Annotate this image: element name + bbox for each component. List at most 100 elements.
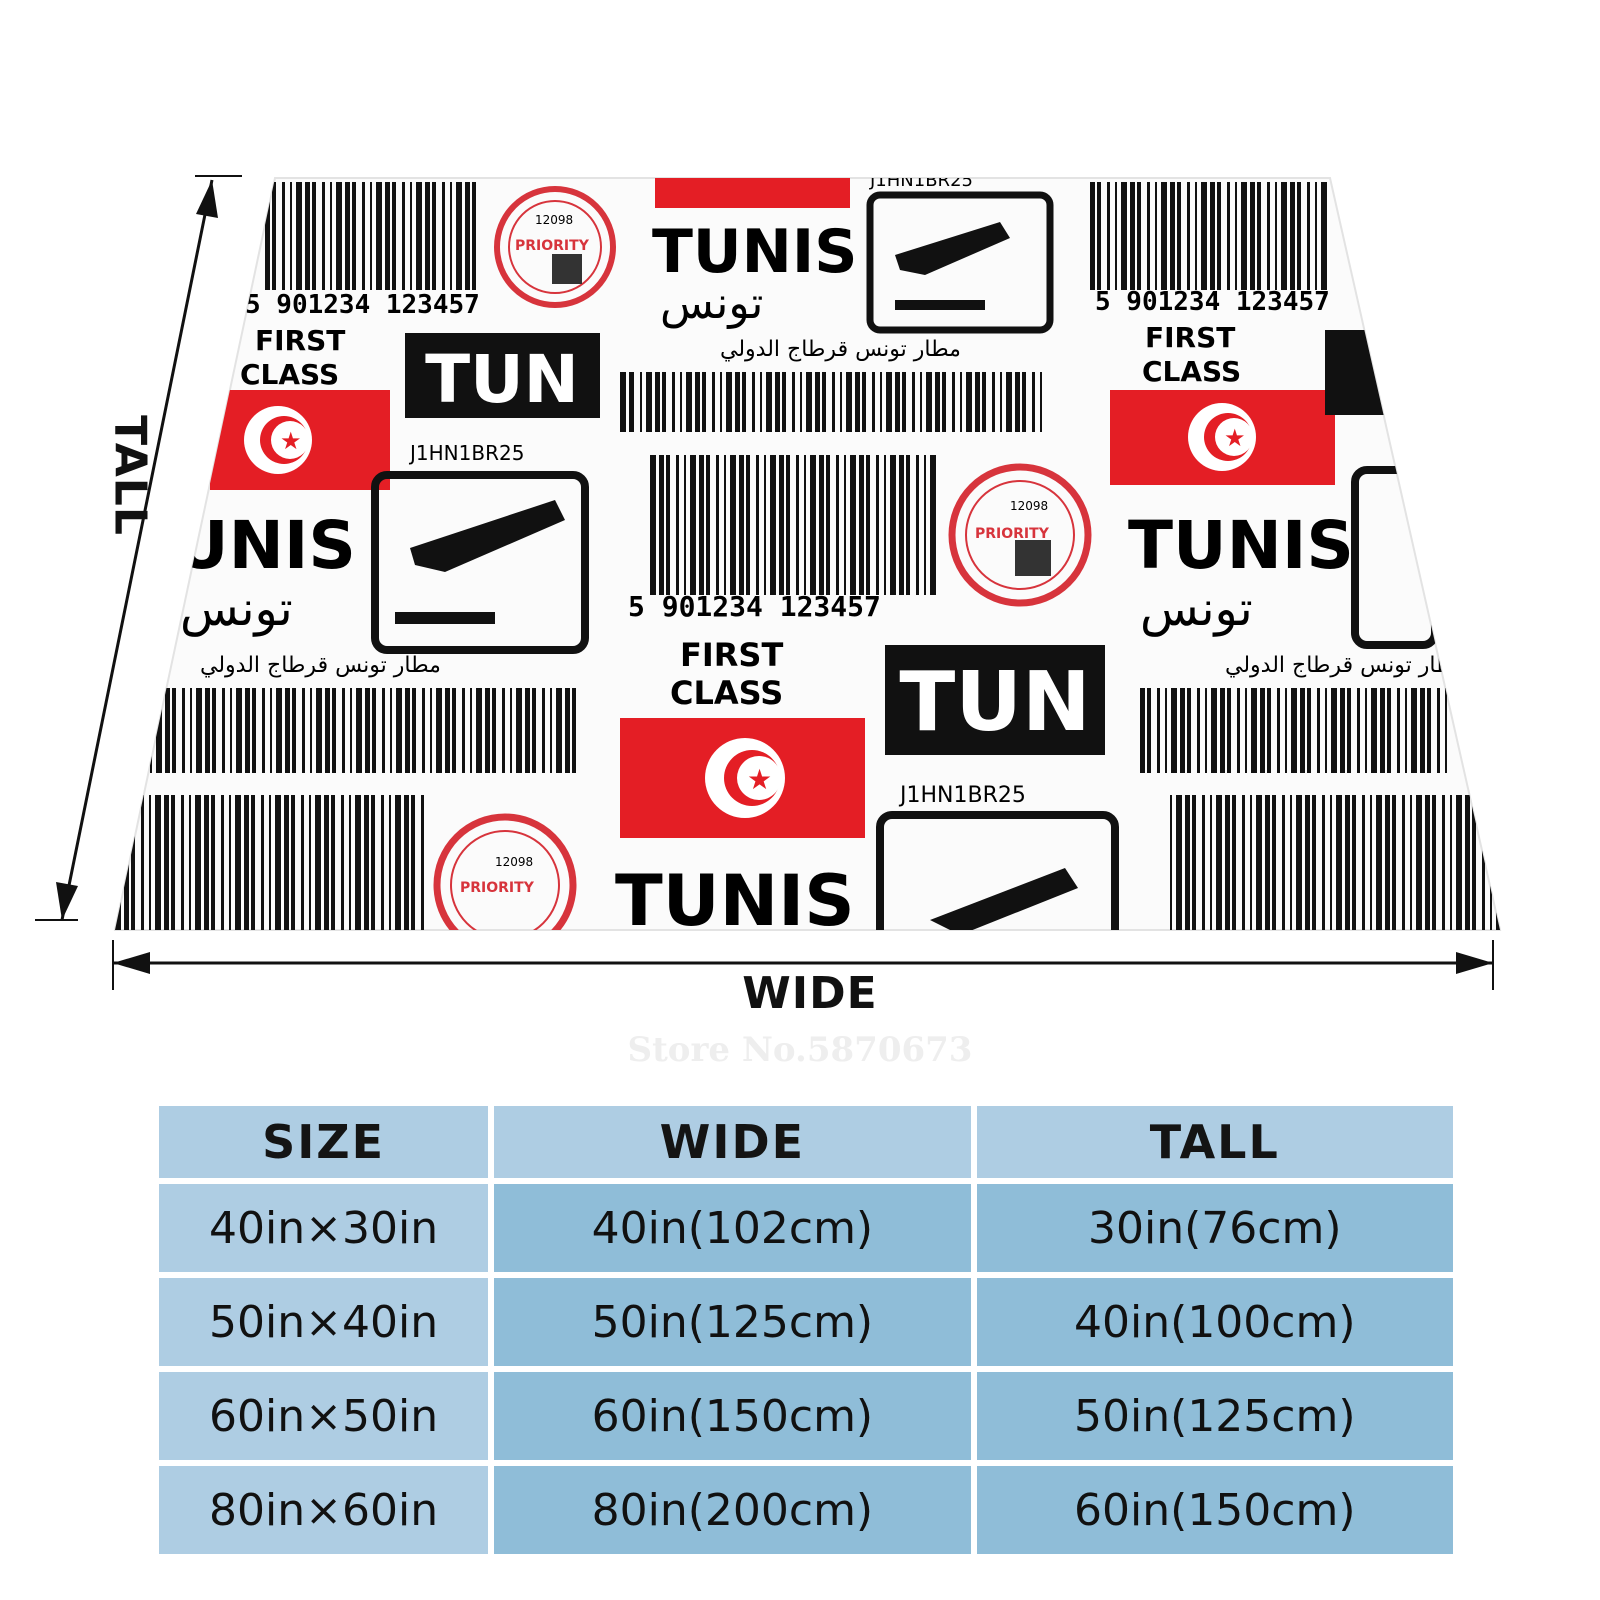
barcode-stripe (336, 182, 342, 290)
barcode-stripe (920, 372, 922, 432)
barcode-stripe (960, 372, 962, 432)
booking-reference: J1HN1BR25 (898, 783, 1026, 808)
barcode-stripe (236, 688, 242, 773)
barcode-stripe (716, 455, 719, 595)
barcode-stripe (844, 455, 846, 595)
barcode-stripe (1107, 182, 1110, 290)
barcode-stripe (411, 795, 415, 930)
barcode-stripe (1170, 182, 1175, 290)
barcode-stripe (205, 688, 210, 773)
barcode-stripe (381, 795, 384, 930)
barcode-stripe (1482, 795, 1485, 930)
barcode-stripe (382, 688, 385, 773)
barcode-stripe (1241, 182, 1247, 290)
barcode-stripe (806, 372, 812, 432)
barcode-stripe (1496, 795, 1500, 930)
size-cell: 50in×40in (159, 1278, 489, 1366)
barcode-stripe (291, 795, 295, 930)
size-cell: 40in×30in (159, 1184, 489, 1272)
barcode-stripe (365, 688, 370, 773)
barcode-stripe (752, 372, 755, 432)
barcode-stripe (1325, 688, 1327, 773)
barcode-stripe (822, 372, 826, 432)
barcode-stripe (392, 182, 396, 290)
barcode-stripe (270, 688, 272, 773)
barcode-stripe (810, 455, 816, 595)
barcode-stripe (235, 795, 241, 930)
class-label: CLASS (1142, 355, 1241, 388)
barcode-stripe (766, 372, 772, 432)
blanket-pattern: 5 901234 123457 5 901234 123457 5 901234… (115, 178, 1500, 930)
barcode-stripe (1411, 688, 1417, 773)
barcode-stripe (450, 182, 452, 290)
barcode-stripe (1285, 688, 1287, 773)
tall-cell: 30in(76cm) (976, 1184, 1453, 1272)
barcode-stripe (310, 688, 312, 773)
barcode-stripe (416, 182, 422, 290)
airport-code-box: TUN (405, 333, 600, 418)
barcode-stripe (1260, 688, 1265, 773)
barcode-stripe (650, 455, 656, 595)
barcode-stripe (906, 455, 910, 595)
barcode-stripe (800, 372, 802, 432)
barcode-stripe (221, 795, 224, 930)
barcode-stripe (1315, 182, 1317, 290)
barcode-number: 5 901234 123457 (1095, 287, 1330, 317)
barcode-stripe (341, 795, 344, 930)
barcode-stripe (1227, 688, 1231, 773)
barcode-stripe (345, 182, 350, 290)
barcode-stripe (352, 182, 356, 290)
barcode-stripe (222, 688, 225, 773)
barcode-stripe (330, 182, 332, 290)
barcode-stripe (1465, 795, 1470, 930)
barcode-stripe (876, 455, 879, 595)
barcode-stripe (855, 372, 860, 432)
barcode-stripe (532, 688, 536, 773)
barcode-stripe (322, 182, 325, 290)
barcode-stripe (1195, 182, 1197, 290)
barcode-stripe (1137, 182, 1141, 290)
barcode-stripe (640, 372, 642, 432)
barcode (265, 182, 476, 290)
barcode-stripe (1202, 795, 1205, 930)
barcode-stripe (1177, 182, 1181, 290)
barcode-stripe (282, 182, 285, 290)
barcode-stripe (796, 455, 799, 595)
barcode-stripe (302, 688, 305, 773)
barcode-stripe (1427, 688, 1431, 773)
city-name-arabic: تونس (180, 581, 293, 637)
barcode-stripe (371, 795, 375, 930)
barcode-stripe (924, 455, 926, 595)
table-row: 60in×50in 60in(150cm) 50in(125cm) (159, 1372, 1453, 1460)
barcode-stripe (804, 455, 806, 595)
barcode-stripe (261, 795, 264, 930)
barcode-stripe (364, 795, 369, 930)
barcode (620, 372, 634, 432)
barcode-stripe (1161, 182, 1167, 290)
barcode-stripe (156, 688, 162, 773)
barcode-stripe (1121, 182, 1127, 290)
barcode-stripe (712, 372, 715, 432)
barcode-stripe (1210, 795, 1212, 930)
barcode-stripe (212, 688, 216, 773)
barcode-stripe (510, 688, 512, 773)
barcode-stripe (1040, 372, 1042, 432)
barcode-stripe (1267, 182, 1270, 290)
header-size: SIZE (159, 1106, 489, 1178)
barcode-stripe (376, 182, 382, 290)
barcode-stripe (404, 795, 409, 930)
barcode-stripe (312, 182, 316, 290)
city-name: TUNIS (130, 507, 356, 584)
barcode-stripe (556, 688, 562, 773)
barcode-stripe (746, 455, 750, 595)
barcode-stripe (292, 688, 296, 773)
barcode-stripe (720, 372, 722, 432)
city-name-arabic: تونس (660, 278, 763, 329)
barcode-stripe (1171, 688, 1177, 773)
barcode-stripe (476, 688, 482, 773)
barcode-stripe (452, 688, 456, 773)
barcode-stripe (195, 795, 201, 930)
barcode-stripe (1321, 182, 1327, 290)
barcode-stripe (770, 455, 776, 595)
priority-stamp: 12098 PRIORITY (494, 186, 616, 308)
